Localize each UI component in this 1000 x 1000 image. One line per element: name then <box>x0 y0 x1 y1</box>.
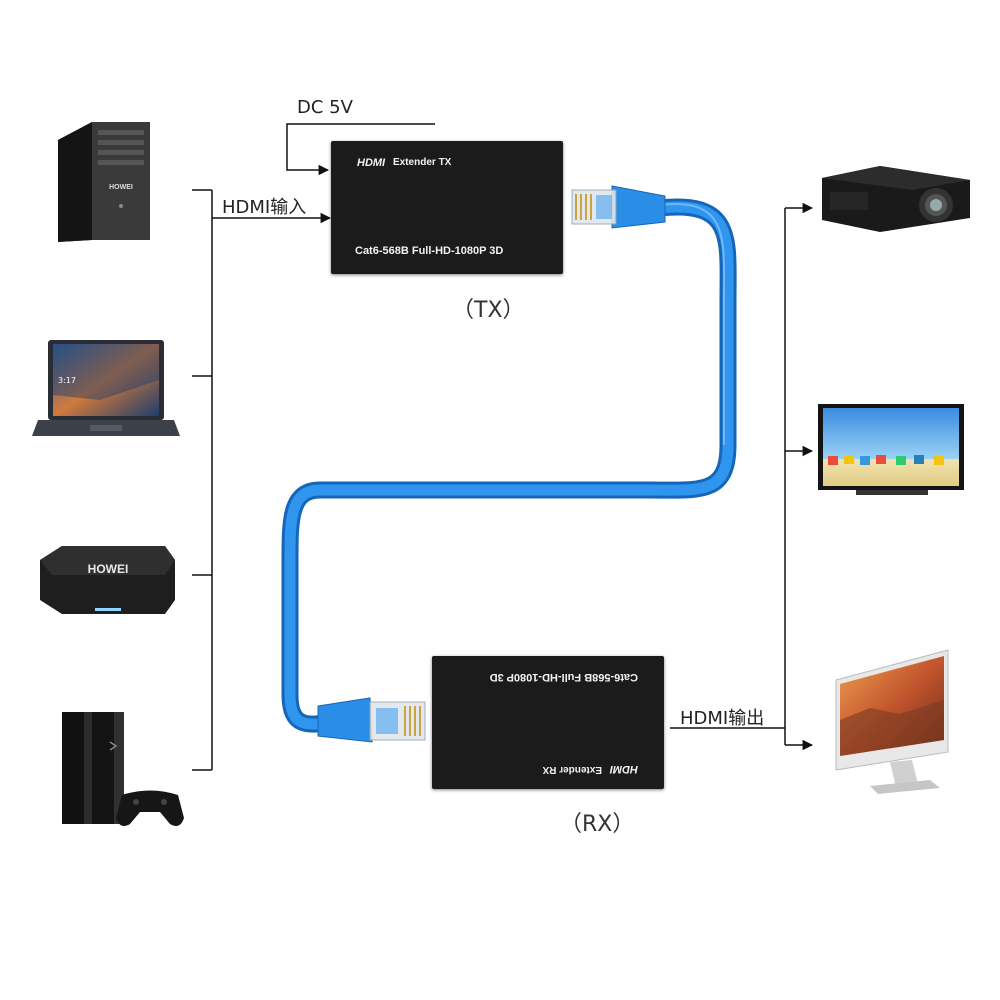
tx-spec: Cat6-568B Full-HD-1080P 3D <box>355 245 504 257</box>
rx-title: Extender RX <box>542 764 602 775</box>
tv-box-icon: HOWEI <box>40 546 175 614</box>
tx-title: Extender TX <box>393 157 452 168</box>
hdmi-output-label: HDMI输出 <box>680 708 765 729</box>
svg-text:HOWEI: HOWEI <box>88 562 129 576</box>
game-console-icon <box>62 712 184 826</box>
dc-5v-label: DC 5V <box>297 97 353 118</box>
tx-brand: HDMI <box>357 157 386 169</box>
dc-power-line <box>286 123 435 176</box>
rx-brand: HDMI <box>609 763 638 775</box>
hdmi-input-label: HDMI输入 <box>222 197 307 218</box>
laptop-icon: 3:17 <box>32 340 180 436</box>
tx-transmitter-box: HDMI Extender TX Cat6-568B Full-HD-1080P… <box>331 141 563 274</box>
rx-spec: Cat6-568B Full-HD-1080P 3D <box>489 671 638 683</box>
rx-caption: （RX） <box>560 812 635 837</box>
svg-text:3:17: 3:17 <box>58 376 76 385</box>
rx-receiver-box: HDMI Extender RX Cat6-568B Full-HD-1080P… <box>432 656 664 789</box>
tx-caption: （TX） <box>452 298 525 323</box>
svg-text:HOWEI: HOWEI <box>109 184 133 191</box>
desktop-pc-icon: HOWEI <box>58 122 150 242</box>
output-bus <box>670 208 786 745</box>
rj45-connector-rx <box>317 697 426 743</box>
tv-monitor-icon <box>818 404 964 495</box>
projector-icon <box>822 166 970 232</box>
source-bus <box>192 189 213 771</box>
ethernet-cable <box>281 198 737 733</box>
rj45-connector-tx <box>571 185 666 229</box>
imac-monitor-icon <box>835 649 949 794</box>
